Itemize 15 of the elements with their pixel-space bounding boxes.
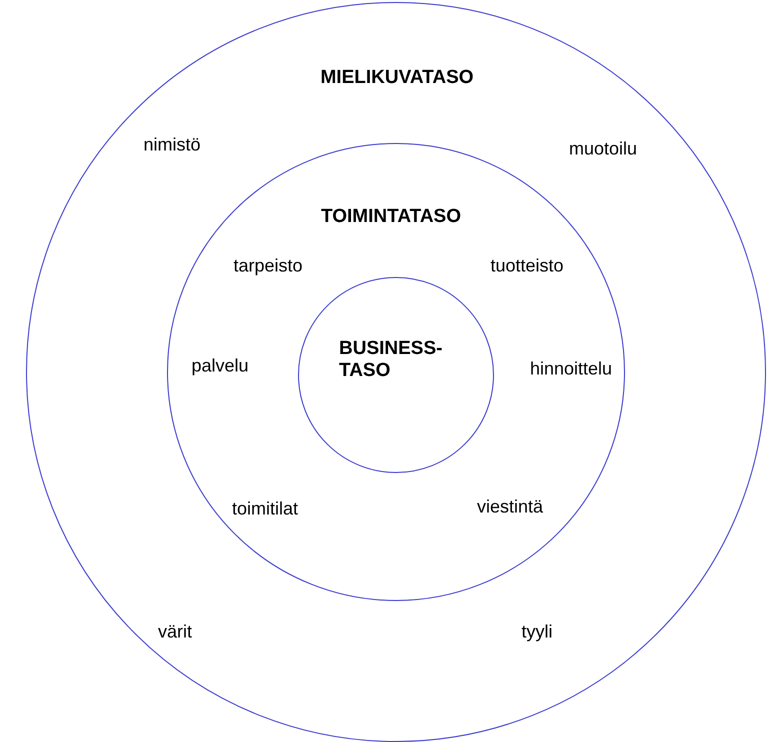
term-label: viestintä [476,496,544,518]
term-label: tuotteisto [490,256,564,276]
term-label: värit [158,622,192,642]
term-label: muotoilu [568,138,638,160]
level-ring [298,277,494,473]
term-label: palvelu [191,356,249,376]
term-label: tarpeisto [233,256,303,276]
level-title: MIELIKUVATASO [320,67,474,89]
level-ring [26,2,766,742]
term-label: tyyli [522,622,552,642]
term-label: hinnoittelu [530,358,612,380]
term-label: nimistö [144,134,200,156]
level-title: TOIMINTATASO [320,206,462,228]
term-label: toimitilat [232,498,298,520]
level-title: BUSINESS- TASO [339,338,444,382]
